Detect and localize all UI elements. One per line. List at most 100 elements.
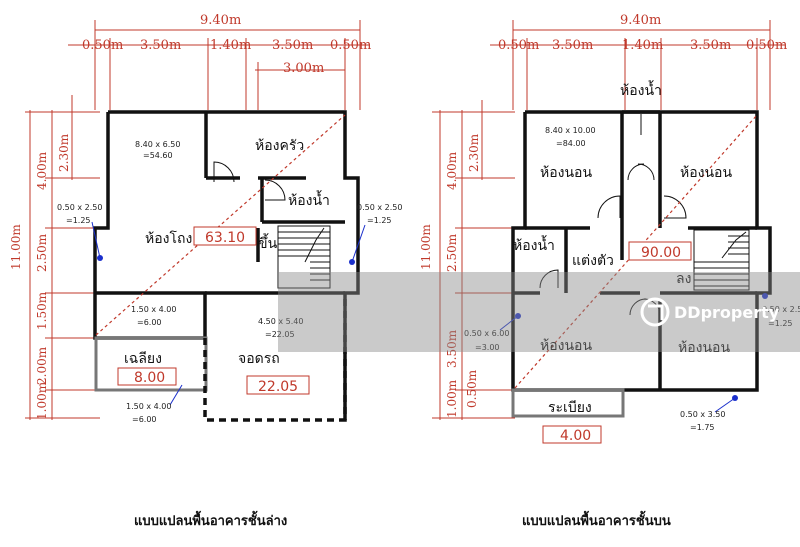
ground-bath-door xyxy=(264,179,286,201)
upper-room-dressing: แต่งตัว xyxy=(572,253,614,269)
ground-top-dimension-lines xyxy=(68,20,370,110)
upper-bath-door xyxy=(539,269,559,289)
ground-dim-total-height: 11.00m xyxy=(9,224,23,270)
upper-dim-e: 0.50m xyxy=(746,38,787,53)
upper-stair-down-label: ลง xyxy=(676,271,691,287)
ground-dim-e: 0.50m xyxy=(330,38,371,53)
upper-balcony-area: 4.00 xyxy=(560,428,591,444)
ground-dim-f: 3.00m xyxy=(283,61,324,76)
ground-note-left-dim: 0.50 x 2.50 xyxy=(57,203,102,212)
ground-room-carport: จอดรถ xyxy=(238,351,280,367)
upper-bed3-door xyxy=(629,298,647,316)
upper-floor-plan: 9.40m 0.50m 3.50m 1.40m 3.50m 0.50m 11.0… xyxy=(419,13,800,529)
ground-dim-d: 3.50m xyxy=(272,38,313,53)
upper-balcony-area-box xyxy=(542,425,602,444)
ground-floor-plan: 9.40m 0.50m 3.50m 1.40m 3.50m 0.50m 3.00… xyxy=(9,13,402,529)
ground-note-hall-dim: 8.40 x 6.50 xyxy=(135,140,180,149)
ground-note-porch-dim: 1.50 x 4.00 xyxy=(126,402,171,411)
upper-main-area: 90.00 xyxy=(641,245,681,261)
ground-dim-c: 1.40m xyxy=(210,38,251,53)
upper-note-bal-dim: 0.50 x 3.50 xyxy=(680,410,725,419)
ground-dim-h-e: 1.00m xyxy=(35,381,49,420)
ground-note-car-area: =22.05 xyxy=(265,330,295,339)
ground-dim-a: 0.50m xyxy=(82,38,123,53)
upper-note-left-dim: 0.50 x 6.00 xyxy=(464,329,509,338)
upper-room-balcony: ระเบียง xyxy=(548,400,592,416)
upper-dim-total-height: 11.00m xyxy=(419,224,433,270)
upper-note-right-dim: 0.50 x 2.50 xyxy=(762,305,800,314)
ground-dim-total-width: 9.40m xyxy=(200,13,241,28)
upper-room-bath-top: ห้องน้ำ xyxy=(620,80,662,99)
upper-floor-caption: แบบแปลนพื้นอาคารชั้นบน xyxy=(522,510,671,529)
upper-dim-h-e: 0.50m xyxy=(465,369,479,408)
ground-note-mid-dim: 1.50 x 4.00 xyxy=(131,305,176,314)
upper-bed1-door xyxy=(597,195,621,219)
upper-room-bed2: ห้องนอน xyxy=(680,165,732,181)
upper-room-bed4: ห้องนอน xyxy=(678,340,730,356)
upper-dim-c: 1.40m xyxy=(622,38,663,53)
ground-carport-area: 22.05 xyxy=(258,379,298,395)
upper-leader-left xyxy=(499,315,519,331)
upper-balcony-outline xyxy=(511,388,625,418)
ground-dim-h-a: 4.00m xyxy=(35,151,49,190)
upper-dim-h-a1: 2.30m xyxy=(467,133,481,172)
upper-main-area-box xyxy=(628,241,692,261)
ground-carport-outline xyxy=(203,295,347,422)
ground-left-dimension-lines xyxy=(25,95,100,420)
upper-leader-balcony xyxy=(714,397,736,413)
ground-dim-h-a1: 2.30m xyxy=(57,133,71,172)
ground-note-porch-area: =6.00 xyxy=(132,415,157,424)
ground-leader-left xyxy=(91,221,101,259)
upper-marker-right xyxy=(762,293,768,299)
ground-leader-porch xyxy=(169,384,183,406)
upper-bed4-door xyxy=(643,298,661,316)
upper-dim-h-a: 4.00m xyxy=(445,151,459,190)
ground-note-right-dim: 0.50 x 2.50 xyxy=(357,203,402,212)
upper-room-bed1: ห้องนอน xyxy=(540,165,592,181)
upper-stair xyxy=(693,229,750,291)
upper-wc-door-a xyxy=(627,163,645,181)
ground-room-hall: ห้องโถง xyxy=(145,230,192,247)
upper-top-dimension-lines xyxy=(490,20,785,110)
ground-room-bath: ห้องน้ำ xyxy=(288,190,330,209)
upper-left-dimension-lines xyxy=(432,100,515,420)
ground-dim-h-d: 2.00m xyxy=(35,346,49,385)
upper-wc-door-b xyxy=(637,163,655,181)
upper-bed2-door xyxy=(663,195,687,219)
watermark-text: DDproperty xyxy=(674,303,780,322)
upper-dim-d: 3.50m xyxy=(690,38,731,53)
ground-diagonal xyxy=(95,114,346,336)
upper-dim-total-width: 9.40m xyxy=(620,13,661,28)
ground-hall-area: 63.10 xyxy=(205,230,245,246)
ground-dim-h-c: 1.50m xyxy=(35,291,49,330)
upper-dim-h-d: 1.00m xyxy=(445,379,459,418)
ground-carport-area-box xyxy=(246,375,310,395)
ground-note-hall-area: =54.60 xyxy=(143,151,173,160)
ground-dim-h-b: 2.50m xyxy=(35,233,49,272)
ground-note-left-area: =1.25 xyxy=(66,216,91,225)
ground-kitchen-door xyxy=(213,161,235,183)
upper-dim-h-c: 3.50m xyxy=(445,329,459,368)
ground-stair xyxy=(277,225,331,289)
ground-note-right-area: =1.25 xyxy=(367,216,392,225)
ground-porch-area: 8.00 xyxy=(134,370,165,386)
upper-note-right-area: =1.25 xyxy=(768,319,793,328)
ddproperty-logo-icon xyxy=(640,297,670,327)
ground-porch-area-box xyxy=(117,367,177,386)
ground-room-kitchen: ห้องครัว xyxy=(255,138,304,154)
upper-dim-b: 3.50m xyxy=(552,38,593,53)
ground-hall-area-box xyxy=(193,226,257,246)
ground-stair-up-label: ขึ้น xyxy=(258,233,278,252)
ground-floor-caption: แบบแปลนพื้นอาคารชั้นล่าง xyxy=(134,510,287,529)
upper-room-bath: ห้องน้ำ xyxy=(513,235,555,254)
ground-note-mid-area: =6.00 xyxy=(137,318,162,327)
watermark-band xyxy=(278,272,800,352)
upper-note-main-area: =84.00 xyxy=(556,139,586,148)
upper-note-bal-area: =1.75 xyxy=(690,423,715,432)
upper-dim-h-b: 2.50m xyxy=(445,233,459,272)
upper-dim-a: 0.50m xyxy=(498,38,539,53)
ground-leader-right xyxy=(351,224,366,263)
ground-room-porch: เฉลียง xyxy=(124,351,162,367)
ground-note-car-dim: 4.50 x 5.40 xyxy=(258,317,303,326)
